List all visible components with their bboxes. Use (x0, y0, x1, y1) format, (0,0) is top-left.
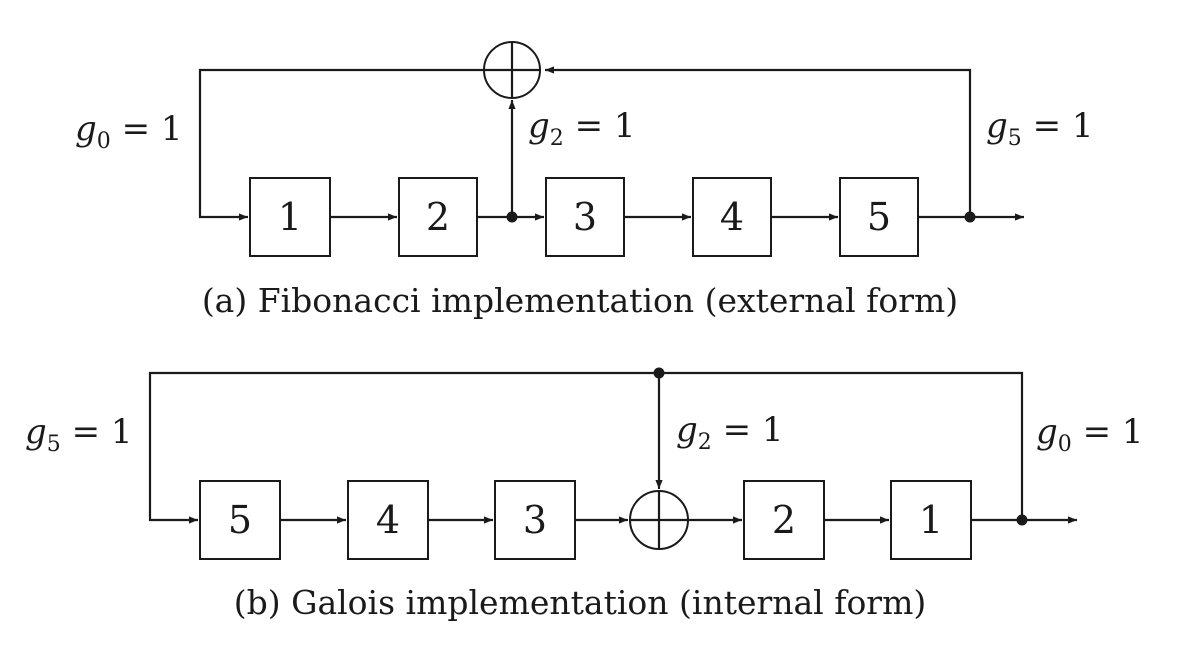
galois-register (199, 480, 281, 560)
fibonacci-register-label: 4 (720, 195, 744, 239)
galois-xor-icon (629, 490, 689, 550)
fibonacci-feedback-wire-left (198, 68, 483, 221)
galois-register-label: 1 (919, 498, 943, 542)
fibonacci-tap-label-g5: g5 = 1 (986, 106, 1094, 151)
galois-junction-dot (653, 367, 665, 379)
fibonacci-register-label: 1 (278, 195, 302, 239)
fibonacci-register (692, 177, 772, 257)
fibonacci-register (839, 177, 919, 257)
fibonacci-diagram: 1 2 3 4 5 g0 = 1 g2 = 1 g5 = 1 (a) Fibon… (75, 41, 1094, 320)
fibonacci-register-label: 2 (426, 195, 450, 239)
fibonacci-junction-dot (964, 211, 976, 223)
fibonacci-junction-dot (506, 211, 518, 223)
galois-register (743, 480, 825, 560)
fibonacci-register-label: 5 (867, 195, 891, 239)
fibonacci-tap-label-g2: g2 = 1 (528, 106, 636, 151)
galois-register (347, 480, 429, 560)
galois-tap-label-g2: g2 = 1 (676, 410, 784, 455)
fibonacci-tap-label-g0: g0 = 1 (75, 109, 183, 154)
fibonacci-feedback-wire-right (545, 66, 972, 217)
fibonacci-register (249, 177, 331, 257)
fibonacci-caption: (a) Fibonacci implementation (external f… (202, 281, 958, 320)
galois-tap-label-g5: g5 = 1 (25, 412, 133, 457)
galois-register (494, 480, 576, 560)
fibonacci-xor-icon (483, 41, 541, 99)
galois-register-label: 3 (523, 498, 547, 542)
fibonacci-register (545, 177, 625, 257)
fibonacci-register-label: 3 (573, 195, 597, 239)
galois-register-label: 5 (228, 498, 252, 542)
galois-register (890, 480, 972, 560)
galois-tap-label-g0: g0 = 1 (1036, 412, 1144, 457)
galois-diagram: 5 4 3 2 1 g5 = 1 g2 = 1 g0 = 1 (b) Galoi… (25, 367, 1144, 622)
galois-junction-dot (1016, 514, 1028, 526)
galois-register-label: 2 (772, 498, 796, 542)
galois-feedback-wire (148, 371, 1024, 524)
galois-register-label: 4 (376, 498, 400, 542)
galois-caption: (b) Galois implementation (internal form… (234, 583, 927, 622)
fibonacci-register (398, 177, 478, 257)
